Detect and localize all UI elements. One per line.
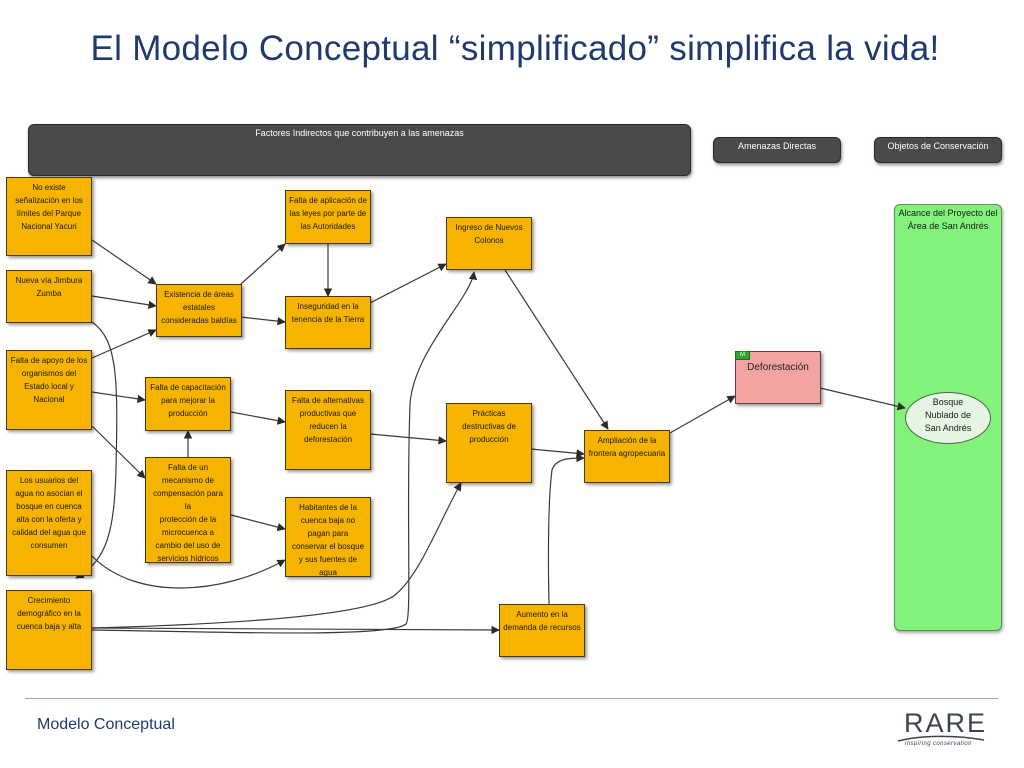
factor-nueva-via: Nueva vía Jimbura Zumba xyxy=(6,270,92,323)
header-direct-threats: Amenazas Directas xyxy=(713,137,841,163)
arrow-areas-to-inseguridad xyxy=(240,316,286,326)
arrow-deforestacion-to-bosque xyxy=(819,387,906,411)
arrow-crecimiento-to-colonos xyxy=(91,271,478,634)
arrow-apoyo-to-compensacion xyxy=(91,425,146,479)
arrow-alternativas-to-practicas xyxy=(369,433,447,445)
arrow-colonos-to-ampliacion xyxy=(504,269,609,430)
threat-tag: M xyxy=(735,351,750,360)
arrow-crecimiento-to-practicas xyxy=(91,482,462,629)
arrow-crecimiento-to-demanda xyxy=(91,625,500,635)
arrow-areas-to-leyes xyxy=(240,243,286,285)
target-bosque-nublado: Bosque Nublado de San Andrés xyxy=(905,392,991,444)
factor-falta-apoyo: Falta de apoyo de los organismos del Est… xyxy=(6,350,92,430)
arrow-capacitacion-to-alternativas xyxy=(230,411,286,425)
factor-no-senalizacion: No existe señalización en los límites de… xyxy=(6,177,92,256)
factor-usuarios-agua: Los usuarios del agua no asocian el bosq… xyxy=(6,470,92,576)
header-conservation-targets: Objetos de Conservación xyxy=(874,137,1002,163)
arrow-inseguridad-to-colonos xyxy=(369,263,447,304)
rare-logo: RARE inspiring conservation xyxy=(896,708,986,752)
logo-tagline: inspiring conservation xyxy=(905,741,972,747)
factor-practicas: Prácticas destructivas de producción xyxy=(446,403,532,483)
footer-label: Modelo Conceptual xyxy=(37,716,175,733)
slide-title: El Modelo Conceptual “simplificado” simp… xyxy=(90,29,940,68)
arrow-compensacion-to-habitantes xyxy=(230,514,286,532)
arrow-apoyo-to-areas xyxy=(91,329,157,359)
factor-alternativas: Falta de alternativas productivas que re… xyxy=(285,390,371,470)
logo-word: RARE xyxy=(904,708,988,738)
arrow-via-to-crecimiento xyxy=(75,321,118,579)
logo-swoosh-icon xyxy=(897,735,985,742)
threat-deforestacion: M Deforestación xyxy=(735,351,821,404)
factor-inseguridad: Inseguridad en la tenencia de la Tierra xyxy=(285,296,371,349)
arrow-demanda-to-ampliacion xyxy=(547,453,585,605)
factor-habitantes: Habitantes de la cuenca baja no pagan pa… xyxy=(285,497,371,577)
factor-falta-leyes: Falta de aplicación de las leyes por par… xyxy=(285,190,371,244)
header-indirect-factors: Factores Indirectos que contribuyen a la… xyxy=(28,124,691,176)
factor-capacitacion: Falta de capacitación para mejorar la pr… xyxy=(145,377,231,431)
arrow-usuarios-to-habitantes xyxy=(91,555,286,589)
factor-compensacion: Falta de un mecanismo de compensación pa… xyxy=(145,457,231,563)
arrow-practicas-to-ampliacion xyxy=(530,448,585,458)
footer-divider xyxy=(25,698,998,699)
arrow-senalizacion-to-areas xyxy=(91,239,157,285)
threat-label: Deforestación xyxy=(747,362,809,373)
arrow-apoyo-to-capacitacion xyxy=(91,391,146,404)
arrow-via-to-areas xyxy=(91,295,157,309)
factor-crecimiento: Crecimiento demográfico en la cuenca baj… xyxy=(6,590,92,670)
factor-demanda-recursos: Aumento en la demanda de recursos xyxy=(499,604,585,657)
factor-areas-baldias: Existencia de áreas estatales considerad… xyxy=(156,284,242,337)
factor-nuevos-colonos: Ingreso de Nuevos Colonos xyxy=(446,217,532,270)
factor-ampliacion-frontera: Ampliación de la frontera agropecuaria xyxy=(584,430,670,483)
arrow-ampliacion-to-deforestacion xyxy=(669,395,736,434)
